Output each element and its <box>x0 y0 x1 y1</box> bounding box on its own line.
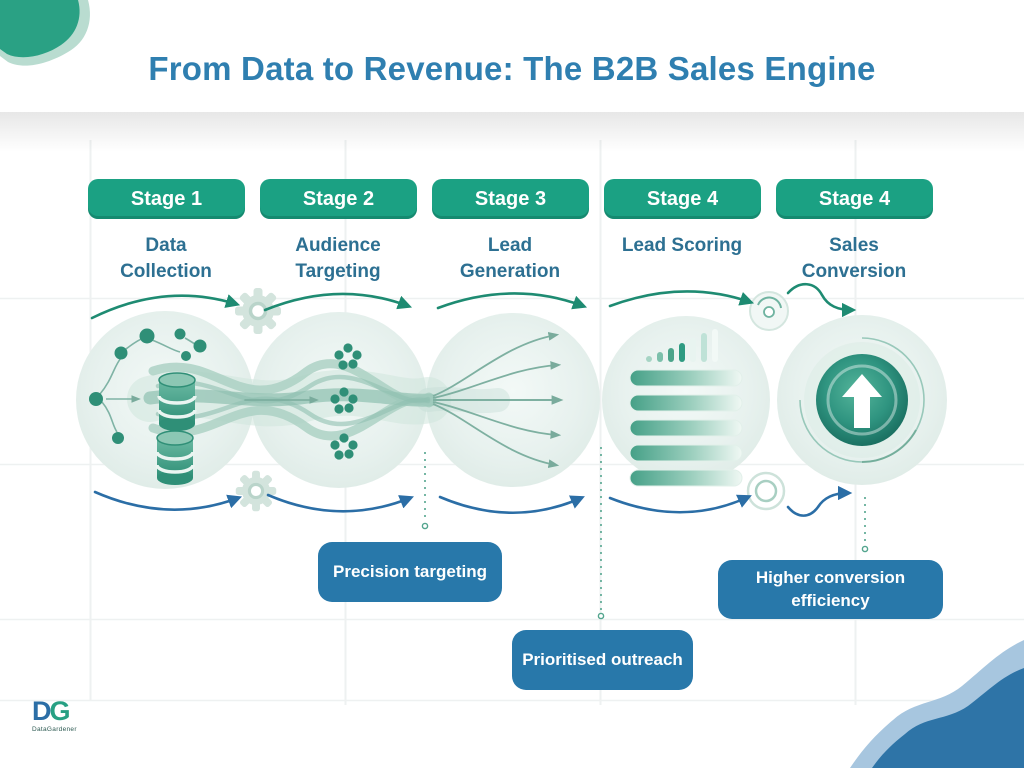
flow-arc-bottom-2 <box>266 493 414 513</box>
stage-badge-2: Stage 2 <box>260 179 417 219</box>
flow-arcs-top <box>90 282 857 320</box>
up-arrow-button-icon <box>799 337 925 463</box>
database-cylinder-top <box>157 372 197 431</box>
stage-label-lead-generation: Lead Generation <box>459 235 561 283</box>
flow-arc-top-2 <box>263 292 413 312</box>
flow-arc-bottom-4 <box>608 494 752 514</box>
corner-blob-top-left-icon <box>0 0 90 66</box>
logo-letter-g: G <box>49 696 71 726</box>
callout-connector-ends <box>421 522 869 620</box>
stage-badge-1: Stage 1 <box>88 179 245 219</box>
audience-clusters-icon <box>330 343 362 460</box>
mini-bar-chart-icon <box>646 329 718 362</box>
score-bars-icon <box>629 329 743 487</box>
flow-arc-top-3 <box>436 292 588 310</box>
gear-icon-top <box>233 286 283 336</box>
callout-connectors <box>424 447 866 612</box>
flow-arc-top-1 <box>90 294 241 320</box>
stage-label-lead-scoring: Lead Scoring <box>621 235 743 256</box>
header-shadow-band <box>0 112 1024 152</box>
callout-higher-conversion-efficiency: Higher conversion efficiency <box>718 560 943 619</box>
data-stream-ribbon <box>127 359 510 441</box>
flow-arc-bottom-5 <box>786 485 853 517</box>
datagardener-logo: DG DataGardener <box>32 698 122 734</box>
data-sources-database-icon <box>89 328 207 485</box>
flow-arc-top-5 <box>786 282 857 318</box>
flow-arc-top-4 <box>608 290 755 308</box>
logo-name: DataGardener <box>32 726 77 733</box>
logo-letter-d: D <box>32 696 51 726</box>
stage-badge-5: Stage 4 <box>776 179 933 219</box>
rings-icon-top <box>749 291 789 331</box>
rings-icon-bottom <box>746 471 786 511</box>
callout-prioritised-outreach: Prioritised outreach <box>512 630 693 690</box>
stage-label-data-collection: Data Collection <box>120 235 212 283</box>
database-cylinder-bottom <box>155 430 195 485</box>
callout-precision-targeting: Precision targeting <box>318 542 502 602</box>
flow-arc-bottom-1 <box>93 490 243 511</box>
stage-label-audience-targeting: Audience Targeting <box>295 235 381 283</box>
page-title: From Data to Revenue: The B2B Sales Engi… <box>148 50 876 87</box>
gear-icon-bottom <box>234 469 278 513</box>
stage-badge-4: Stage 4 <box>604 179 761 219</box>
stage-badge-3: Stage 3 <box>432 179 589 219</box>
logo-monogram: DG <box>32 698 122 725</box>
flow-arcs-bottom <box>93 485 853 517</box>
flow-arc-bottom-3 <box>438 495 585 514</box>
stage-label-sales-conversion: Sales Conversion <box>801 235 907 283</box>
fanout-arrows-icon <box>432 332 564 468</box>
corner-wave-bottom-right-icon <box>850 640 1024 768</box>
